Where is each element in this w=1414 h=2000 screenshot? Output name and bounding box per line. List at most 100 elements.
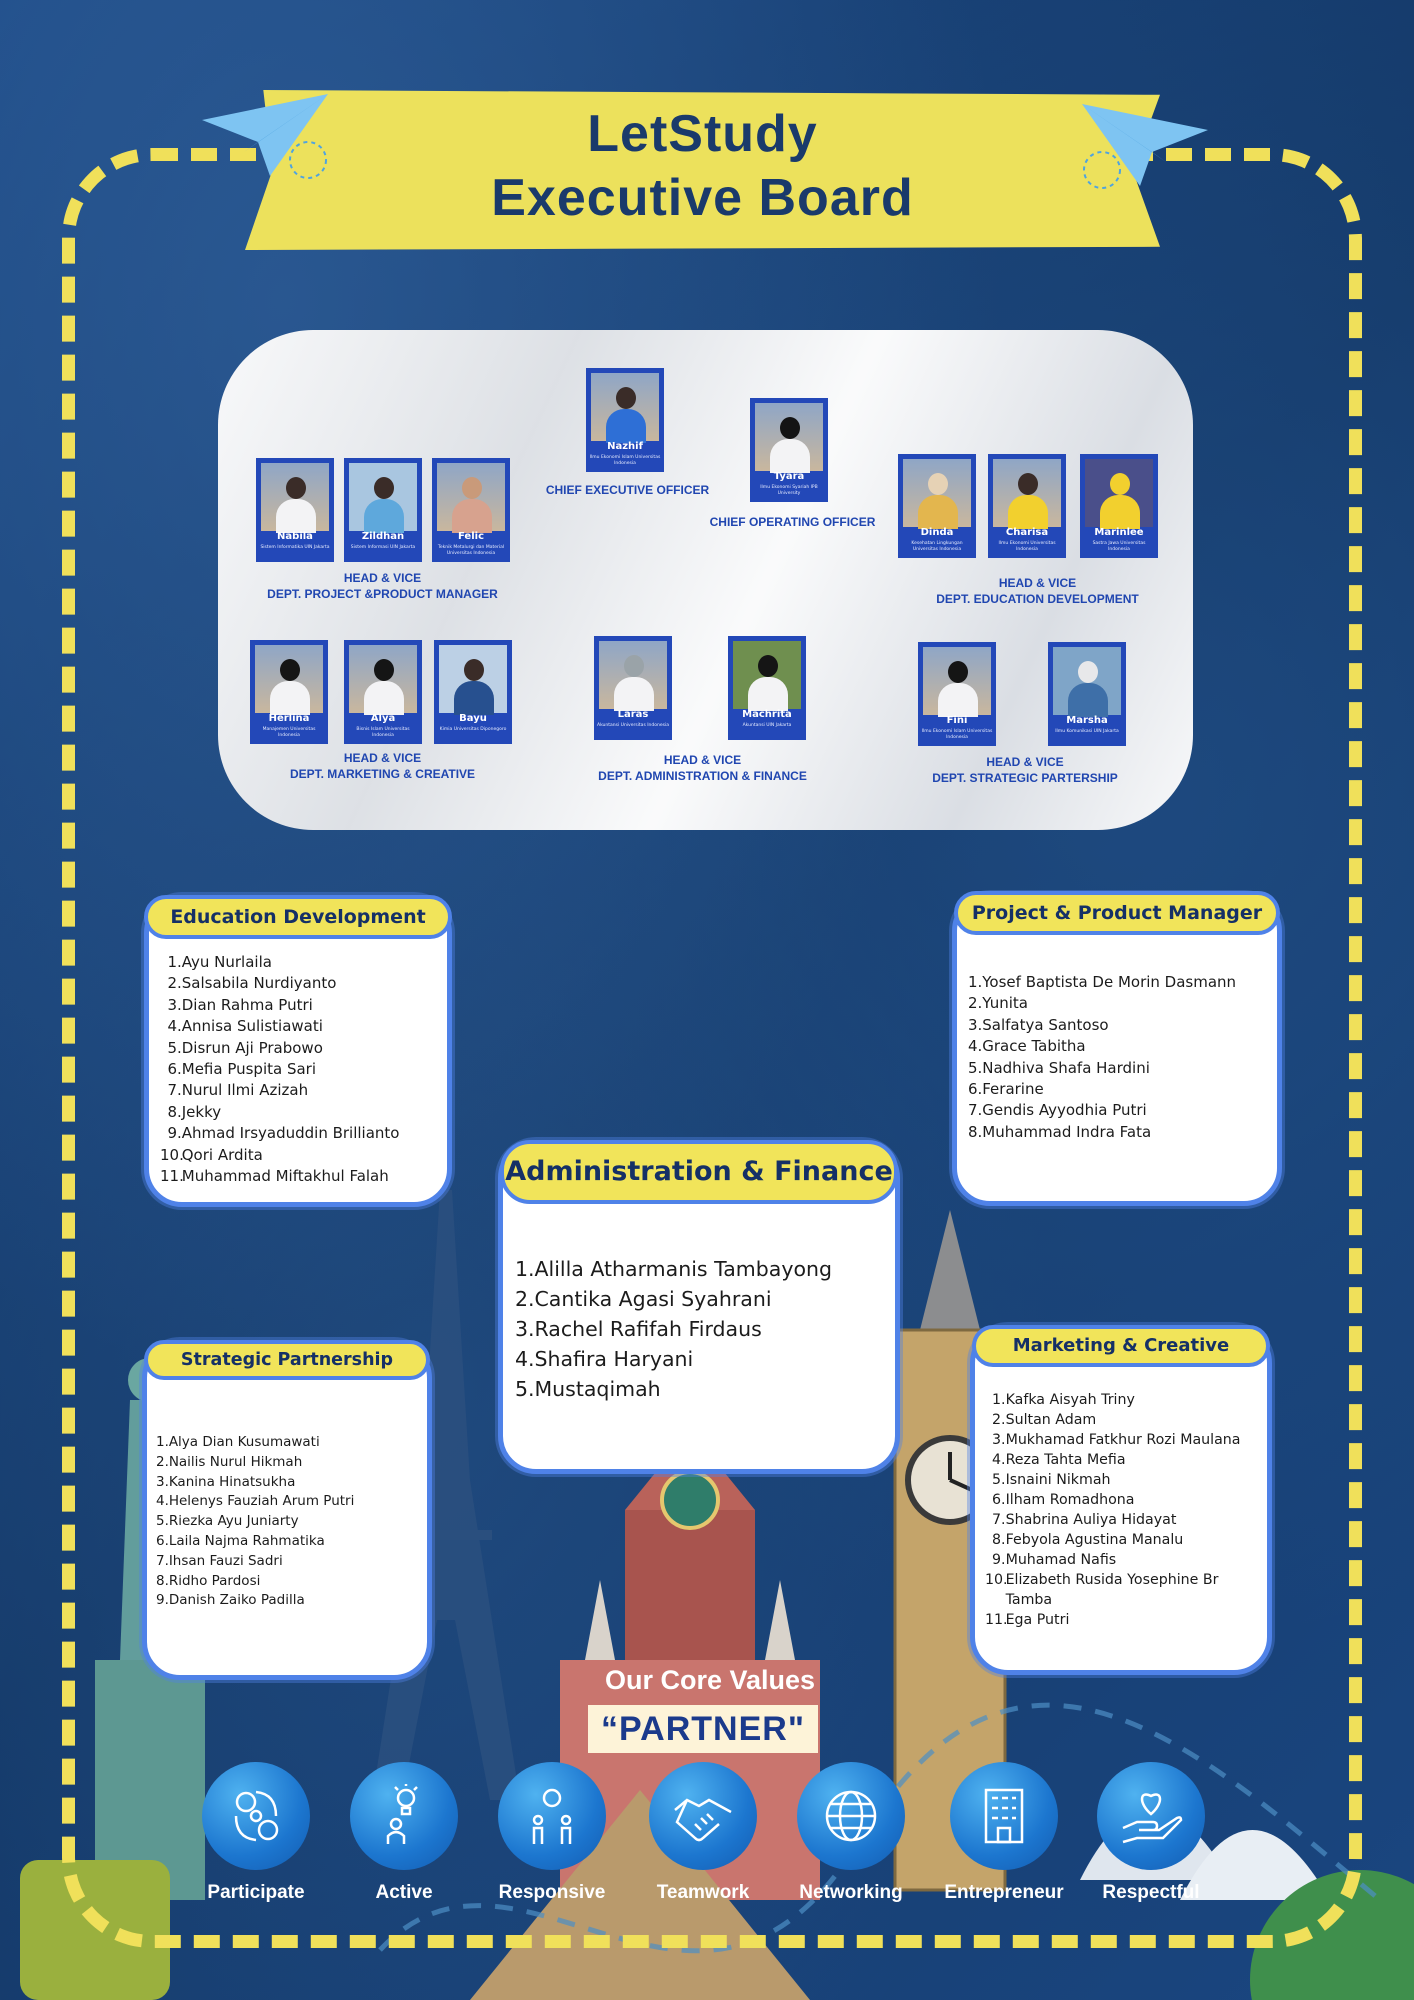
member-subtitle: Kesehatan Lingkungan Universitas Indones… — [911, 541, 963, 552]
member-name: Shafira Haryani — [534, 1347, 694, 1371]
role-line: HEAD & VICE — [986, 755, 1064, 769]
list-number: 3. — [515, 1317, 535, 1341]
coo-subtitle: Ilmu Ekonomi Syariah IPB University — [760, 485, 818, 496]
list-number: 10. — [160, 1145, 184, 1164]
core-value-participate: Participate — [191, 1762, 321, 1904]
list-item: 9.Muhamad Nafis — [985, 1550, 1267, 1570]
list-number: 2. — [167, 974, 182, 993]
member-name: Alya Dian Kusumawati — [168, 1434, 320, 1450]
member-name: Mukhamad Fatkhur Rozi Maulana — [1005, 1432, 1241, 1448]
member-name: Sultan Adam — [1005, 1412, 1097, 1428]
member-name: Ferarine — [982, 1080, 1044, 1099]
core-value-respectful: Respectful — [1086, 1762, 1216, 1904]
core-value-label: Participate — [207, 1882, 305, 1903]
business-building-icon — [950, 1762, 1058, 1870]
group-role-education: HEAD & VICE DEPT. EDUCATION DEVELOPMENT — [900, 575, 1175, 607]
list-item: 6.Mefia Puspita Sari — [160, 1059, 440, 1080]
member-name: Nabila — [277, 531, 313, 542]
ceo-subtitle: Ilmu Ekonomi Islam Universitas Indonesia — [589, 455, 661, 466]
list-item: 3.Mukhamad Fatkhur Rozi Maulana — [985, 1430, 1267, 1450]
people-idea-icon — [202, 1762, 310, 1870]
core-value-active: Active — [339, 1762, 469, 1904]
team-idea-icon — [498, 1762, 606, 1870]
list-item: 3.Kanina Hinatsukha — [156, 1473, 426, 1493]
list-number: 8. — [167, 1102, 182, 1121]
member-name: Fini — [946, 715, 968, 726]
member-name: Ridho Pardosi — [168, 1572, 261, 1589]
list-item: 3.Salfatya Santoso — [968, 1015, 1273, 1036]
list-item: 1.Yosef Baptista De Morin Dasmann — [968, 972, 1273, 993]
list-number: 2. — [515, 1287, 535, 1311]
org-card-ceo: Nazhif Ilmu Ekonomi Islam Universitas In… — [586, 368, 664, 472]
list-item: 1.Ayu Nurlaila — [160, 952, 440, 973]
list-item: 7.Gendis Ayyodhia Putri — [968, 1100, 1273, 1121]
member-name: Ihsan Fauzi Sadri — [168, 1552, 283, 1569]
list-item: 10.Elizabeth Rusida Yosephine Br Tamba — [985, 1570, 1267, 1610]
member-name: Ilham Romadhona — [1005, 1492, 1135, 1508]
org-card-coo: Tyara Ilmu Ekonomi Syariah IPB Universit… — [750, 398, 828, 502]
list-item: 4.Annisa Sulistiawati — [160, 1016, 440, 1037]
member-name: Grace Tabitha — [982, 1037, 1086, 1056]
member-name: Mefia Puspita Sari — [181, 1060, 317, 1079]
member-subtitle: Sastra Jawa Universitas Indonesia — [1092, 541, 1146, 552]
list-number: 1. — [515, 1257, 535, 1281]
list-item: 4.Reza Tahta Mefia — [985, 1450, 1267, 1470]
core-value-label: Respectful — [1102, 1882, 1200, 1903]
member-name: Muhamad Nafis — [1005, 1552, 1117, 1568]
list-item: 5.Isnaini Nikmah — [985, 1470, 1267, 1490]
member-subtitle: Ilmu Komunikasi UIN Jakarta — [1055, 729, 1119, 734]
member-name: Ayu Nurlaila — [181, 953, 272, 971]
list-number: 3. — [992, 1432, 1006, 1448]
member-name: Dian Rahma Putri — [181, 995, 313, 1014]
member-subtitle: Sistem Informasi UIN Jakarta — [350, 545, 416, 550]
list-number: 7. — [968, 1101, 983, 1120]
group-role-marketing: HEAD & VICE DEPT. MARKETING & CREATIVE — [250, 750, 515, 782]
list-number: 5. — [992, 1472, 1006, 1488]
list-number: 9. — [156, 1592, 169, 1609]
member-name: Reza Tahta Mefia — [1005, 1452, 1126, 1468]
core-value-responsive: Responsive — [487, 1762, 617, 1904]
member-name: Nadhiva Shafa Hardini — [982, 1058, 1150, 1077]
list-item: 7.Nurul Ilmi Azizah — [160, 1080, 440, 1101]
member-name: Danish Zaiko Padilla — [168, 1592, 305, 1609]
org-card-member: Machrita Akuntansi UIN Jakarta — [728, 636, 806, 740]
member-subtitle: Teknik Metalurgi dan Material Universita… — [437, 545, 505, 556]
core-value-label: Networking — [799, 1882, 903, 1903]
list-number: 11. — [160, 1167, 184, 1186]
list-item: 5.Disrun Aji Prabowo — [160, 1038, 440, 1059]
member-name: Felic — [458, 531, 484, 542]
core-value-label: Entrepreneur — [944, 1882, 1064, 1903]
list-number: 6. — [992, 1492, 1006, 1508]
group-role-project: HEAD & VICE DEPT. PROJECT &PRODUCT MANAG… — [250, 570, 515, 602]
org-card-member: Fini Ilmu Ekonomi Islam Universitas Indo… — [918, 642, 996, 746]
org-card-member: Charisa Ilmu Ekonomi Universitas Indones… — [988, 454, 1066, 558]
list-item: 11.Muhammad Miftakhul Falah — [160, 1166, 440, 1187]
group-role-admin: HEAD & VICE DEPT. ADMINISTRATION & FINAN… — [580, 752, 825, 784]
core-value-label: Teamwork — [656, 1882, 750, 1903]
org-card-member: Nabila Sistem Informatika UIN Jakarta — [256, 458, 334, 562]
member-name: Yosef Baptista De Morin Dasmann — [982, 973, 1237, 991]
role-line: HEAD & VICE — [343, 751, 422, 765]
role-line: DEPT. STRATEGIC PARTERSHIP — [932, 771, 1118, 785]
list-number: 9. — [167, 1124, 182, 1143]
list-item: 1.Alilla Atharmanis Tambayong — [515, 1254, 895, 1284]
core-value-networking: Networking — [786, 1762, 916, 1904]
group-role-strategic: HEAD & VICE DEPT. STRATEGIC PARTERSHIP — [900, 754, 1150, 786]
list-number: 3. — [968, 1015, 983, 1034]
list-number: 1. — [156, 1434, 169, 1450]
list-number: 5. — [968, 1058, 983, 1077]
member-name: Laras — [617, 709, 649, 720]
member-name: Nailis Nurul Hikmah — [168, 1453, 303, 1470]
member-subtitle: Bisnis Islam Universitas Indonesia — [356, 727, 410, 738]
person-lightbulb-icon — [350, 1762, 458, 1870]
dept-title-education: Education Development — [144, 895, 452, 939]
member-name: Mustaqimah — [534, 1377, 661, 1401]
member-name: Disrun Aji Prabowo — [181, 1038, 323, 1057]
page-title-line1: LetStudy — [587, 105, 818, 163]
list-item: 2.Yunita — [968, 993, 1273, 1014]
list-item: 4.Helenys Fauziah Arum Putri — [156, 1492, 426, 1512]
role-line: DEPT. EDUCATION DEVELOPMENT — [936, 592, 1139, 606]
